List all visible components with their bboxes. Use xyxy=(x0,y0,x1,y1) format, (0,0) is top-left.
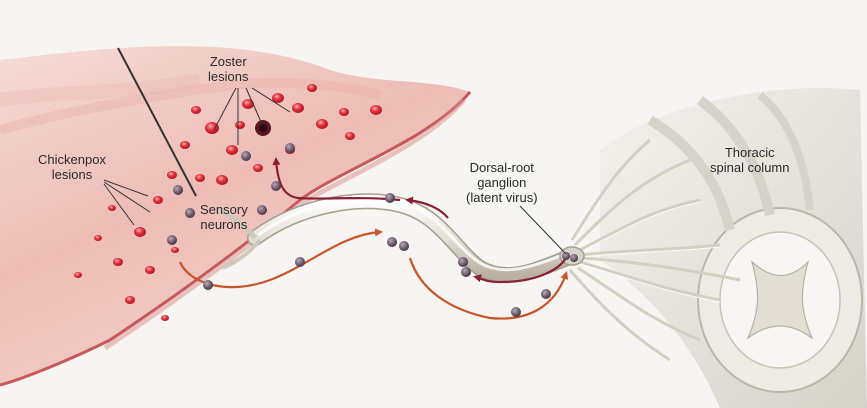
label-zoster-lesions: Zoster lesions xyxy=(208,54,248,84)
label-sensory-line-2: neurons xyxy=(200,217,248,232)
label-zoster-line-1: Zoster xyxy=(208,54,248,69)
label-chickenpox-line-1: Chickenpox xyxy=(38,152,106,167)
label-dorsal-line-2: ganglion xyxy=(466,175,538,190)
label-sensory-line-1: Sensory xyxy=(200,202,248,217)
label-chickenpox-line-2: lesions xyxy=(38,167,106,182)
label-chickenpox-lesions: Chickenpox lesions xyxy=(38,152,106,182)
label-zoster-line-2: lesions xyxy=(208,69,248,84)
label-dorsal-root-ganglion: Dorsal-root ganglion (latent virus) xyxy=(466,160,538,205)
thoracic-spinal-column xyxy=(600,88,867,408)
label-dorsal-line-3: (latent virus) xyxy=(466,190,538,205)
label-thoracic-line-2: spinal column xyxy=(710,160,790,175)
label-dorsal-line-1: Dorsal-root xyxy=(466,160,538,175)
label-sensory-neurons: Sensory neurons xyxy=(200,202,248,232)
label-thoracic-spinal-column: Thoracic spinal column xyxy=(710,145,790,175)
label-thoracic-line-1: Thoracic xyxy=(710,145,790,160)
